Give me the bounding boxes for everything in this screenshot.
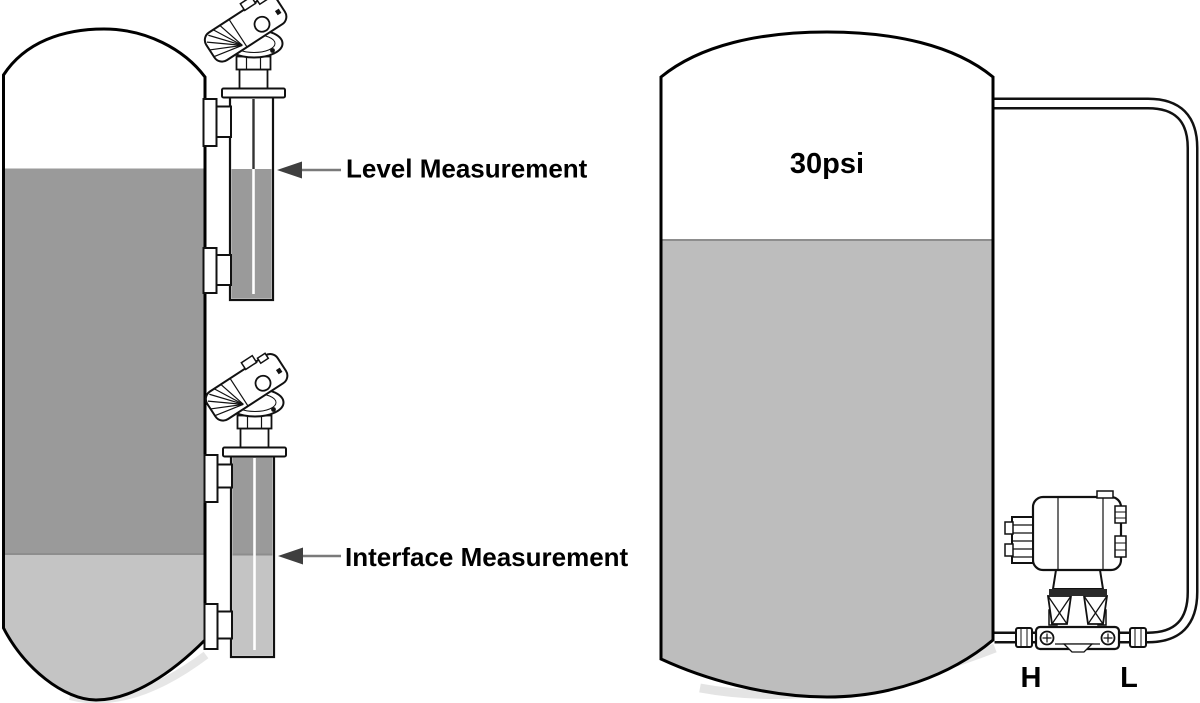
chamber-upper-liquid xyxy=(232,457,273,555)
dp-transmitter: H L xyxy=(1004,490,1147,694)
arrow-head-icon xyxy=(278,547,303,565)
low-port-label: L xyxy=(1120,662,1138,694)
lower-nozzle-flange xyxy=(202,247,218,294)
liquid-fill xyxy=(661,240,993,697)
pressure-label: 30psi xyxy=(790,148,864,180)
interface-chamber-assembly xyxy=(197,343,292,659)
terminal-window xyxy=(1114,505,1127,524)
left-tank xyxy=(2,27,209,703)
level-measurement-label: Level Measurement xyxy=(346,154,588,184)
pipe-bore xyxy=(994,100,1196,641)
right-tank: 30psi xyxy=(659,30,997,700)
drain-vent-detail xyxy=(1062,643,1094,653)
arrow-head-icon xyxy=(277,161,302,179)
high-side-coupling xyxy=(1015,627,1033,648)
impulse-piping xyxy=(994,97,1199,644)
chamber-interface-line xyxy=(232,553,273,556)
lower-liquid-fill xyxy=(3,554,205,700)
electronics-housing xyxy=(1031,495,1123,572)
interface-line xyxy=(3,553,205,555)
chamber-liquid xyxy=(231,169,272,299)
high-port-label: H xyxy=(1021,662,1042,694)
level-callout: Level Measurement xyxy=(277,154,588,184)
lower-nozzle-pipe xyxy=(216,610,233,640)
conduit-cover xyxy=(1011,516,1034,564)
upper-nozzle-flange xyxy=(203,454,219,503)
level-chamber-assembly xyxy=(196,0,291,302)
upper-nozzle-pipe xyxy=(216,463,233,489)
sensor-module-neck xyxy=(1051,569,1105,590)
lower-nozzle-flange xyxy=(203,603,219,650)
upper-liquid-fill xyxy=(3,168,205,555)
module-band xyxy=(1049,589,1107,596)
low-side-coupling xyxy=(1129,627,1147,648)
interface-measurement-label: Interface Measurement xyxy=(345,542,629,572)
tank-outline xyxy=(659,30,995,699)
chamber-lower-liquid xyxy=(232,554,273,656)
lower-nozzle-pipe xyxy=(215,254,232,286)
terminal-window xyxy=(1114,535,1127,558)
upper-nozzle-flange xyxy=(202,98,218,147)
interface-callout: Interface Measurement xyxy=(278,542,629,572)
upper-nozzle-pipe xyxy=(215,105,232,138)
gwr-transmitter-icon xyxy=(197,343,292,458)
liquid-surface-line xyxy=(661,239,993,241)
gwr-transmitter-icon xyxy=(196,0,291,99)
